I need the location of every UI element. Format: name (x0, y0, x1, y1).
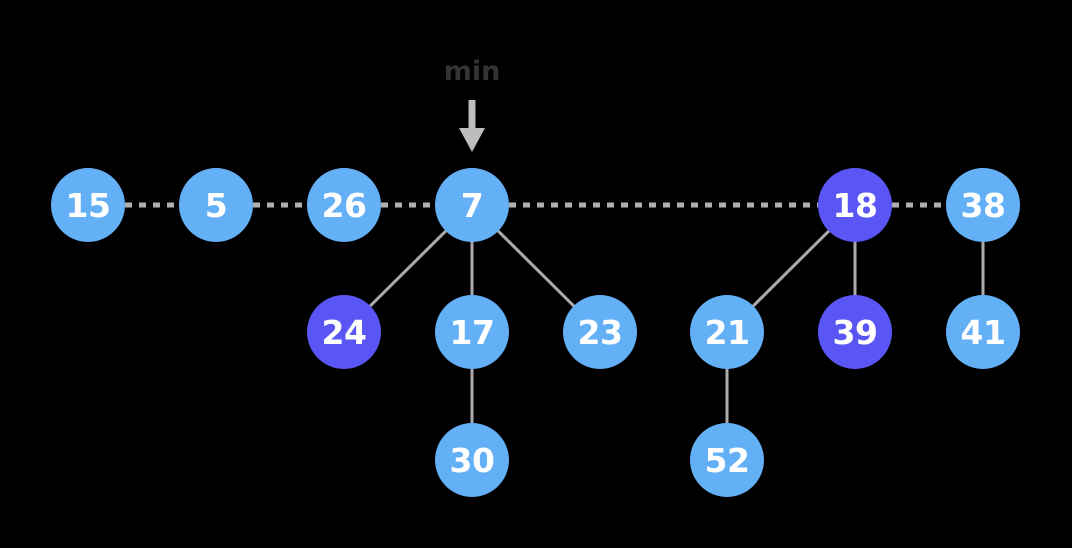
heap-node-17[interactable]: 17 (435, 295, 509, 369)
child-link-7-23 (495, 228, 577, 309)
heap-node-label: 7 (460, 185, 484, 225)
min-arrow-head (459, 128, 485, 152)
min-arrow-shaft (468, 100, 476, 128)
heap-node-label: 18 (832, 185, 878, 225)
heap-node-label: 21 (704, 312, 750, 352)
heap-node-30[interactable]: 30 (435, 423, 509, 497)
heap-node-label: 30 (449, 440, 495, 480)
heap-node-38[interactable]: 38 (946, 168, 1020, 242)
heap-node-24[interactable]: 24 (307, 295, 381, 369)
heap-node-label: 5 (204, 185, 228, 225)
heap-node-52[interactable]: 52 (690, 423, 764, 497)
min-annotation: min (392, 58, 552, 92)
heap-node-label: 52 (704, 440, 750, 480)
heap-node-5[interactable]: 5 (179, 168, 253, 242)
heap-node-7[interactable]: 7 (435, 168, 509, 242)
heap-node-label: 38 (960, 185, 1006, 225)
min-label: min (443, 56, 501, 87)
child-solid-links (367, 228, 985, 425)
child-link-7-24 (367, 228, 449, 309)
heap-node-label: 15 (65, 185, 111, 225)
heap-node-label: 23 (577, 312, 623, 352)
heap-node-label: 39 (832, 312, 878, 352)
heap-node-18[interactable]: 18 (818, 168, 892, 242)
child-link-18-21 (750, 228, 832, 309)
heap-node-41[interactable]: 41 (946, 295, 1020, 369)
min-arrow-icon (459, 100, 485, 152)
heap-node-15[interactable]: 15 (51, 168, 125, 242)
heap-node-39[interactable]: 39 (818, 295, 892, 369)
heap-node-label: 17 (449, 312, 495, 352)
heap-node-26[interactable]: 26 (307, 168, 381, 242)
heap-node-label: 26 (321, 185, 367, 225)
heap-node-23[interactable]: 23 (563, 295, 637, 369)
heap-node-21[interactable]: 21 (690, 295, 764, 369)
heap-node-label: 41 (960, 312, 1006, 352)
heap-node-label: 24 (321, 312, 367, 352)
